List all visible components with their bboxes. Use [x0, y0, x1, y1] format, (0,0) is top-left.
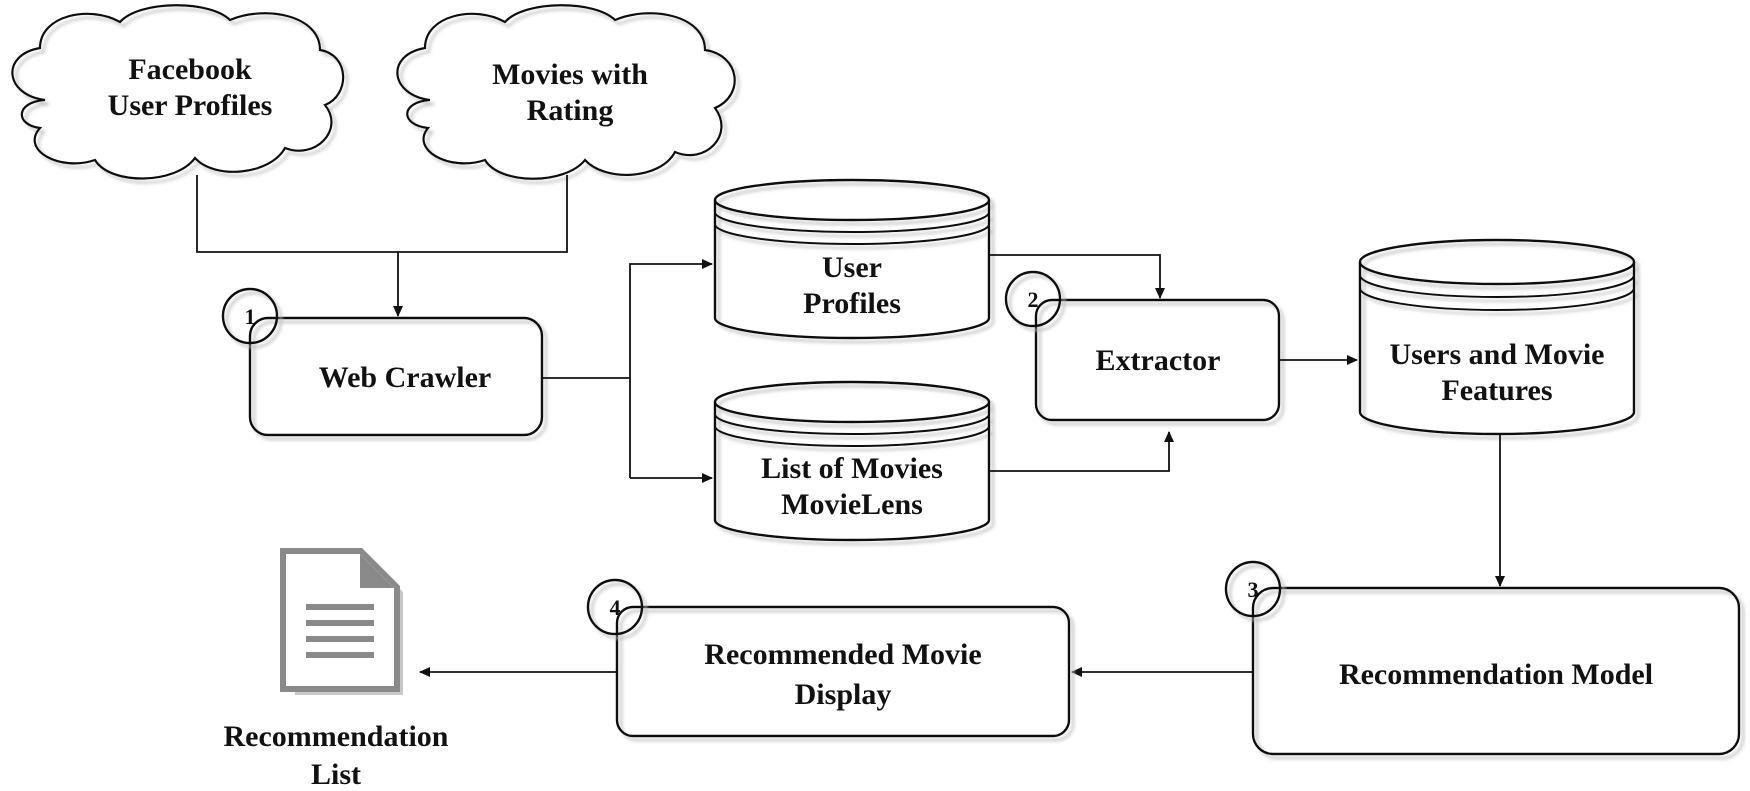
datastore-user-profiles [713, 178, 991, 340]
recommended-display-label-line1: Recommended Movie [704, 638, 981, 671]
step-number-4: 4 [610, 595, 621, 620]
movie-list-label-line1: List of Movies [761, 452, 943, 485]
output-label-line1: Recommendation [224, 720, 449, 753]
user-profiles-label-line2: Profiles [803, 287, 901, 320]
datastore-features [1358, 238, 1636, 436]
connector-stores-to-extractor [989, 254, 1174, 472]
recommendation-model-label: Recommendation Model [1339, 658, 1653, 691]
facebook-label-line2: User Profiles [108, 89, 273, 122]
recommended-display-label-line2: Display [795, 678, 892, 711]
cloud-movies-with-rating [396, 4, 736, 180]
datastore-movie-list [713, 380, 991, 542]
step-number-1: 1 [245, 304, 256, 329]
step-number-2: 2 [1028, 287, 1039, 312]
features-label-line1: Users and Movie [1390, 338, 1605, 371]
connector-clouds-to-crawler [196, 175, 568, 317]
process-web-crawler [248, 316, 544, 437]
step-badge-2 [1004, 270, 1062, 328]
features-label-line2: Features [1441, 374, 1552, 407]
connector-crawler-to-stores [542, 259, 713, 483]
process-recommendation-model [1251, 586, 1741, 756]
facebook-label-line1: Facebook [128, 53, 252, 86]
movies-label-line1: Movies with [492, 58, 648, 91]
cloud-facebook-user-profiles [11, 4, 345, 180]
step-badge-3 [1224, 560, 1282, 618]
document-icon [280, 548, 403, 695]
process-recommended-display [615, 605, 1071, 738]
extractor-label: Extractor [1096, 344, 1221, 377]
movies-label-line2: Rating [527, 94, 614, 127]
web-crawler-label: Web Crawler [319, 361, 491, 394]
step-number-3: 3 [1248, 577, 1259, 602]
output-label-line2: List [311, 758, 361, 791]
user-profiles-label-line1: User [822, 251, 882, 284]
step-badge-1 [221, 287, 279, 345]
movie-list-label-line2: MovieLens [781, 488, 923, 521]
step-badge-4 [586, 578, 644, 636]
